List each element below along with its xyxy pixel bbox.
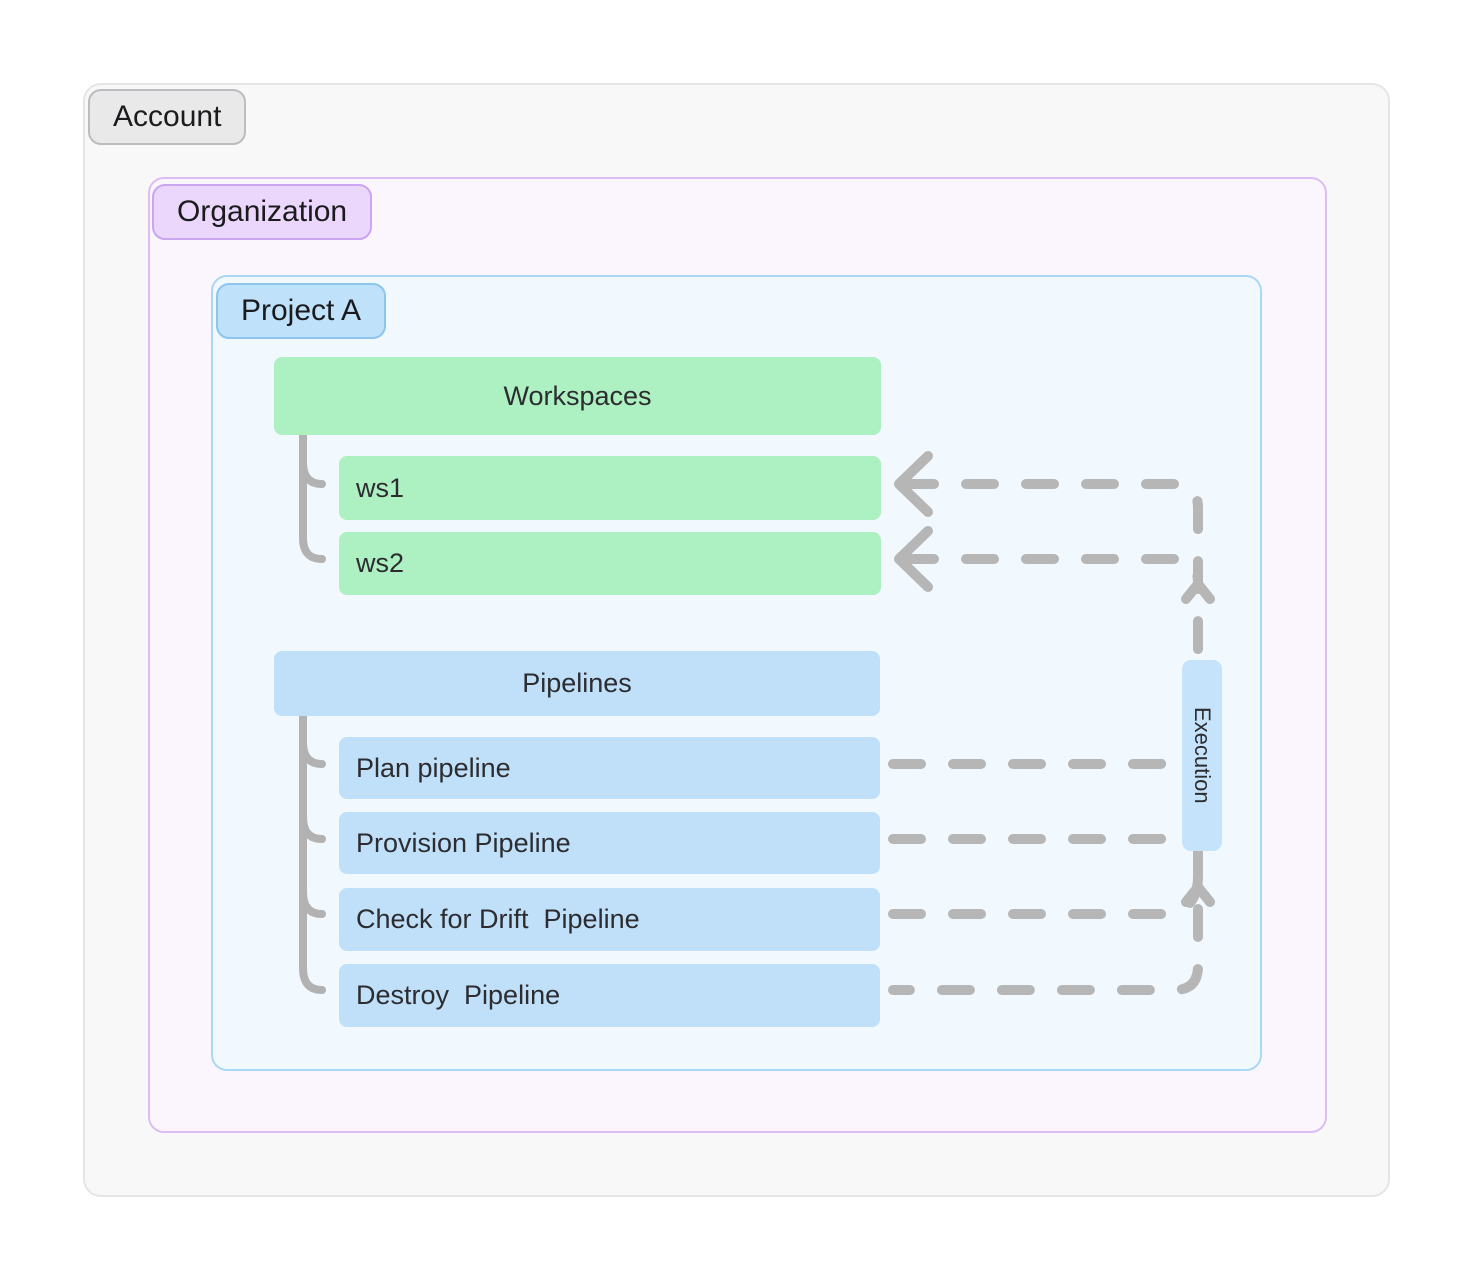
workspace-item-ws1: ws1	[339, 456, 881, 520]
pipeline-item-check-for-drift: Check for Drift Pipeline	[339, 888, 880, 951]
workspaces-header: Workspaces	[274, 357, 881, 435]
organization-label: Organization	[152, 184, 373, 240]
pipeline-item-destroy: Destroy Pipeline	[339, 964, 880, 1027]
project-label: Project A	[216, 283, 387, 339]
account-container: Account Organization Project A Workspace…	[83, 83, 1390, 1197]
project-container: Project A Workspaces ws1 ws2 Pipelines P…	[211, 275, 1262, 1071]
pipeline-item-provision: Provision Pipeline	[339, 812, 880, 874]
workspace-item-ws2: ws2	[339, 532, 881, 595]
organization-container: Organization Project A Workspaces ws1 ws…	[148, 177, 1327, 1133]
execution-label: Execution	[1182, 660, 1222, 851]
pipelines-header: Pipelines	[274, 651, 880, 716]
account-label: Account	[88, 89, 247, 145]
pipeline-item-plan: Plan pipeline	[339, 737, 880, 799]
